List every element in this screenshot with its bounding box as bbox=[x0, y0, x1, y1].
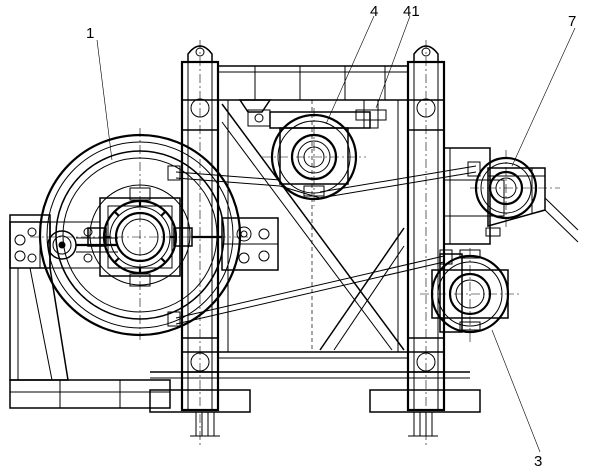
base-frame bbox=[9, 371, 481, 437]
left-support-bracket bbox=[9, 214, 118, 381]
drum-right-bearing bbox=[192, 217, 279, 271]
callout-7: 7 bbox=[511, 13, 576, 167]
roller-3 bbox=[420, 248, 520, 342]
callout-1: 1 bbox=[86, 25, 113, 161]
guide-roller-4 bbox=[238, 99, 387, 206]
strip-path bbox=[167, 161, 481, 327]
callout-4: 4 bbox=[325, 3, 378, 125]
drum-1 bbox=[30, 128, 250, 340]
callout-41: 41 bbox=[375, 3, 420, 109]
left-column bbox=[180, 40, 220, 445]
frame-beams bbox=[217, 65, 409, 359]
callout-1-label: 1 bbox=[86, 25, 94, 42]
roller-7 bbox=[443, 147, 579, 245]
callout-3-label: 3 bbox=[534, 453, 542, 470]
right-column bbox=[406, 40, 446, 445]
callout-3: 3 bbox=[491, 329, 542, 470]
callout-7-label: 7 bbox=[568, 13, 576, 30]
callout-41-label: 41 bbox=[403, 3, 420, 20]
callout-4-label: 4 bbox=[370, 3, 378, 20]
